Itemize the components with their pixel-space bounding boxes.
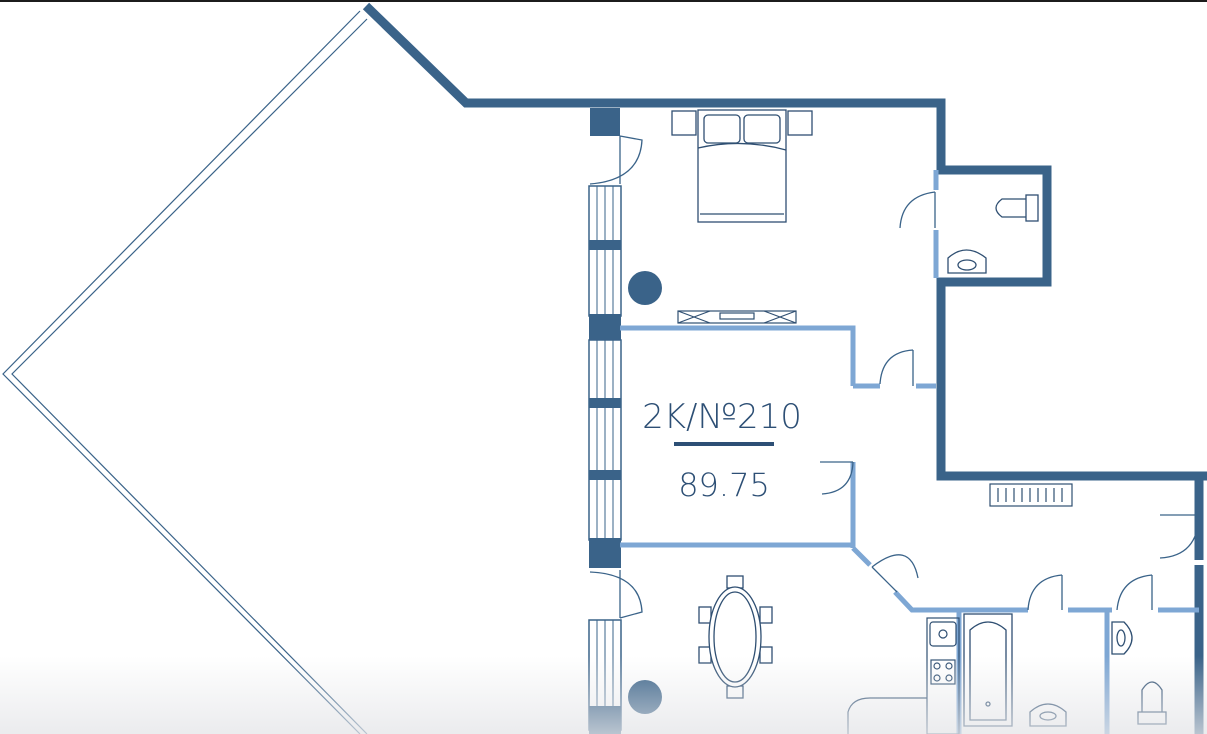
bathtub [963,613,1013,727]
sink-lower-wc [1111,621,1133,655]
column-living [628,680,662,714]
label-divider [674,442,774,446]
dining-table [698,575,773,699]
top-border [0,0,1207,2]
toilet-upper [995,194,1039,222]
kitchen [847,617,960,734]
sink-bath [1029,703,1067,727]
unit-number: 2K/№210 [642,397,802,437]
bed [671,109,813,223]
terrace [2,10,368,734]
radiator [989,483,1073,507]
column-bedroom [628,271,662,305]
interior-doors [820,191,1200,611]
toilet-lower [1137,681,1167,725]
terrace-doors [589,135,643,619]
sink-upper [947,249,987,274]
unit-area: 89.75 [678,466,770,504]
tv-console [677,310,797,324]
left-window-wall [588,108,622,734]
